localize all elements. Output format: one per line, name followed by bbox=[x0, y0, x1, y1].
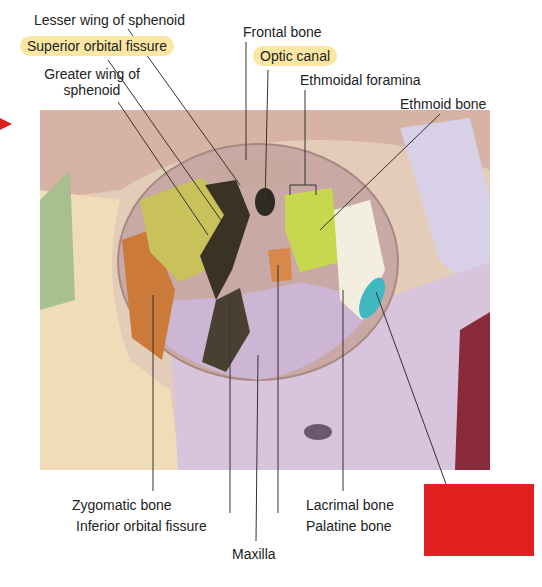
leader-line bbox=[230, 300, 231, 513]
part-label: Greater wing of sphenoid bbox=[40, 66, 144, 98]
part-label: Maxilla bbox=[232, 546, 276, 562]
red-box bbox=[424, 484, 534, 556]
label-text: Optic canal bbox=[260, 48, 330, 64]
highlight-label: Superior orbital fissure bbox=[20, 36, 174, 56]
leader-line bbox=[305, 90, 306, 185]
leader-line bbox=[108, 60, 228, 230]
temporal-shape bbox=[40, 170, 75, 310]
leader-line bbox=[320, 114, 440, 230]
leader-line bbox=[153, 295, 154, 491]
superior-fissure-shape bbox=[200, 180, 250, 300]
nasal-cavity-shape bbox=[455, 312, 490, 470]
skull-ground bbox=[40, 110, 490, 470]
leader-line bbox=[246, 42, 247, 160]
part-label: Palatine bone bbox=[306, 518, 392, 534]
part-label: Lacrimal bone bbox=[306, 497, 394, 513]
leader-line bbox=[278, 265, 279, 513]
leader-line bbox=[256, 355, 258, 541]
part-label: Ethmoidal foramina bbox=[300, 72, 421, 88]
part-label: Frontal bone bbox=[243, 24, 322, 40]
label-text: Superior orbital fissure bbox=[27, 38, 167, 54]
leader-line bbox=[343, 290, 344, 491]
leader-line bbox=[376, 292, 446, 484]
part-label: Lesser wing of sphenoid bbox=[34, 12, 185, 28]
part-label: Ethmoid bone bbox=[400, 96, 486, 112]
leader-line bbox=[265, 70, 268, 205]
part-label: Zygomatic bone bbox=[72, 497, 172, 513]
leader-lines bbox=[108, 29, 446, 541]
leader-line bbox=[118, 102, 208, 235]
red-arrow bbox=[0, 118, 12, 130]
infraorbital-foramen bbox=[304, 424, 332, 440]
part-label: Inferior orbital fissure bbox=[76, 518, 207, 534]
palatine-shape bbox=[268, 248, 292, 282]
ethmoid-shape bbox=[285, 188, 340, 272]
orbit-rim bbox=[118, 144, 398, 380]
highlight-label: Optic canal bbox=[253, 46, 337, 66]
bracket bbox=[290, 185, 316, 195]
inferior-fissure-shape bbox=[202, 288, 250, 372]
